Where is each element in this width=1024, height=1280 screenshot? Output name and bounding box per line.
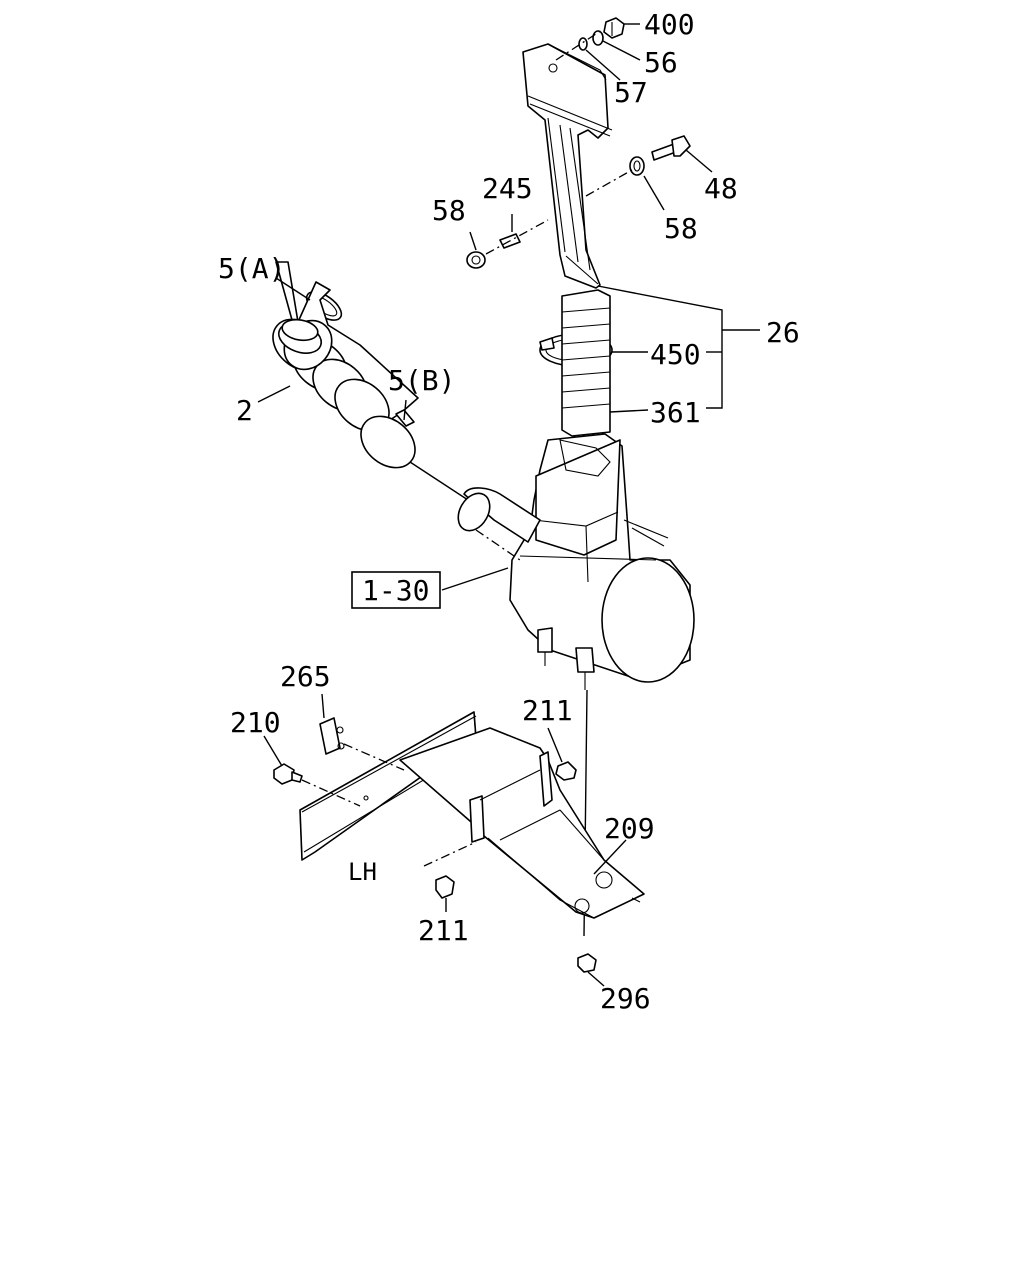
nut-211-top [555, 761, 577, 781]
callout-1-30: 1-30 [362, 574, 429, 607]
callout-58-left: 58 [432, 194, 466, 227]
label-lh: LH [348, 858, 377, 886]
intake-hose-2 [272, 261, 419, 432]
callout-361: 361 [650, 396, 701, 429]
callout-5a: 5(A) [218, 252, 285, 285]
intake-duct [522, 43, 613, 289]
callout-209: 209 [604, 812, 655, 845]
nut-211-bottom [435, 875, 455, 899]
leader-lines [257, 23, 760, 987]
filter-element-361 [561, 289, 611, 437]
callout-296: 296 [600, 982, 651, 1015]
callout-1-30-box: 1-30 [351, 571, 441, 609]
callout-211-top: 211 [522, 694, 573, 727]
grommet-58-right [629, 156, 645, 176]
callout-245: 245 [482, 172, 533, 205]
callout-58-right: 58 [664, 212, 698, 245]
washer-57 [578, 37, 588, 51]
bolt-48 [651, 135, 691, 161]
callout-400: 400 [644, 8, 695, 41]
callout-26: 26 [766, 316, 800, 349]
callout-56: 56 [644, 46, 678, 79]
callout-211-bottom: 211 [418, 914, 469, 947]
nut-296 [577, 953, 597, 973]
callout-57: 57 [614, 76, 648, 109]
callout-450: 450 [650, 338, 701, 371]
callout-265: 265 [280, 660, 331, 693]
air-cleaner-body [457, 433, 695, 690]
callout-210: 210 [230, 706, 281, 739]
callout-5b: 5(B) [388, 364, 455, 397]
grommet-58-left [466, 251, 486, 269]
bracket-209 [399, 727, 645, 919]
washer-56 [592, 30, 604, 46]
clamp-5b [360, 409, 416, 469]
nut-400 [603, 17, 625, 39]
bolt-210 [273, 763, 303, 785]
clip-265 [319, 717, 345, 755]
callout-2: 2 [236, 394, 253, 427]
callout-48: 48 [704, 172, 738, 205]
